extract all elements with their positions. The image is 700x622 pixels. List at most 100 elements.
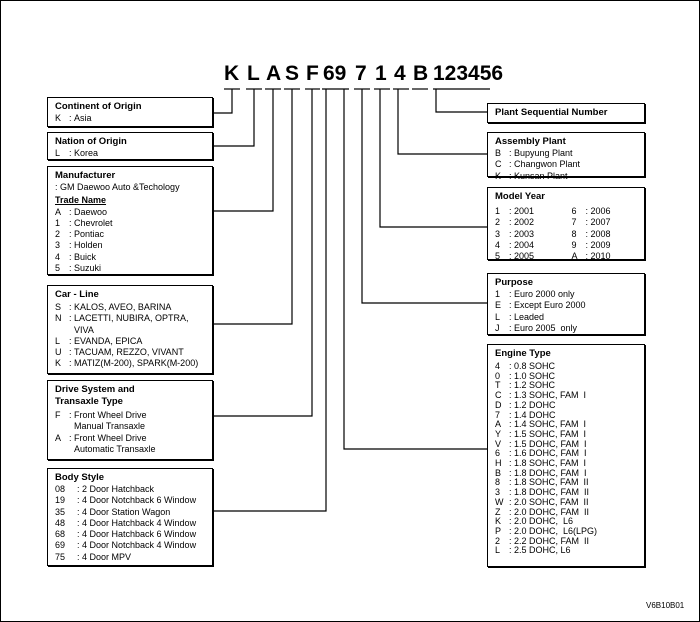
list-item: K: Kunsan Plant	[495, 171, 638, 182]
code: Z	[495, 506, 501, 517]
list-item: 35: 4 Door Station Wagon	[55, 507, 206, 518]
drive-system-box: Drive System and Transaxle Type F: Front…	[47, 380, 213, 460]
list-item: L: Leaded	[495, 312, 638, 323]
separator: :	[509, 289, 515, 299]
value: 2002	[514, 217, 535, 228]
value: Buick	[74, 251, 97, 262]
value: Korea	[74, 148, 99, 158]
value: Euro 2005 only	[514, 322, 578, 333]
code: 4	[55, 251, 61, 262]
separator: :	[509, 311, 515, 322]
separator: :	[585, 217, 591, 228]
code: C	[495, 390, 502, 401]
separator: :	[509, 159, 515, 170]
list-item: J: Euro 2005 only	[495, 323, 638, 334]
code: A	[571, 251, 578, 262]
value: 2004	[514, 239, 535, 250]
value: 2.0 SOHC, FAM II	[514, 496, 589, 507]
list-item: C: 1.3 SOHC, FAM I	[495, 390, 638, 401]
value: Changwon Plant	[514, 159, 581, 170]
separator: :	[585, 251, 591, 262]
value: 0.8 SOHC	[514, 361, 556, 371]
code: L	[55, 335, 61, 346]
value: EVANDA, EPICA	[74, 335, 143, 346]
code: 3	[495, 228, 501, 239]
separator: :	[509, 448, 515, 459]
separator: :	[69, 302, 75, 312]
list-item: A: 1.4 SOHC, FAM I	[495, 420, 638, 430]
value: 1.0 SOHC	[514, 370, 556, 381]
value: 2.5 DOHC, L6	[514, 545, 571, 556]
value: 2.0 DOHC, FAM II	[514, 506, 590, 517]
separator: :	[509, 467, 515, 478]
list-item: V: 1.5 DOHC, FAM I	[495, 438, 638, 450]
separator: :	[509, 239, 515, 250]
engine-type-title: Engine Type	[495, 348, 551, 359]
code: H	[495, 458, 502, 469]
list-item: A: Front Wheel Drive	[55, 433, 206, 444]
separator: :	[509, 506, 515, 517]
separator: :	[77, 484, 83, 494]
separator: :	[77, 517, 83, 528]
code: U	[55, 347, 62, 358]
list-item: C: Changwon Plant	[495, 159, 638, 170]
list-item: L: EVANDA, EPICA	[55, 336, 206, 347]
separator: :	[509, 477, 515, 488]
list-item: 08: 2 Door Hatchback	[55, 484, 206, 495]
code: K	[55, 113, 62, 123]
value: 1.5 SOHC, FAM I	[514, 428, 587, 439]
value: 1.6 DOHC, FAM I	[514, 448, 587, 459]
code: A	[55, 432, 62, 443]
value: 2.0 DOHC, L6(LPG)	[514, 525, 598, 536]
value: 4 Door Hatchback 4 Window	[82, 517, 197, 528]
separator: :	[77, 529, 83, 540]
list-item: W: 2.0 SOHC, FAM II	[495, 496, 638, 508]
code: L	[495, 311, 501, 322]
code: A	[495, 419, 502, 430]
code: 2	[495, 217, 501, 228]
code: 5	[55, 263, 61, 274]
code: 7	[495, 409, 501, 420]
value: 2006	[590, 206, 611, 216]
separator: :	[69, 217, 75, 228]
list-item: K: MATIZ(M-200), SPARK(M-200)	[55, 358, 206, 369]
value: 2005	[514, 251, 535, 262]
separator: :	[77, 506, 83, 517]
model-year-title: Model Year	[495, 191, 545, 202]
list-item: 48: 4 Door Hatchback 4 Window	[55, 518, 206, 529]
code: D	[495, 399, 502, 410]
list-item: 1: Euro 2000 only	[495, 289, 638, 300]
vin-char-11: B	[413, 62, 429, 85]
code: 8	[571, 228, 577, 239]
code: Y	[495, 428, 502, 439]
code: 5	[495, 251, 501, 262]
continent-title: Continent of Origin	[55, 101, 142, 112]
separator: :	[509, 496, 515, 507]
list-item: L: 2.5 DOHC, L6	[495, 546, 638, 556]
value: Asia	[74, 113, 92, 123]
value: Chevrolet	[74, 217, 113, 228]
list-item: E: Except Euro 2000	[495, 300, 638, 311]
separator: :	[77, 551, 83, 562]
value: 4 Door Notchback 4 Window	[82, 540, 197, 551]
code: P	[495, 525, 502, 536]
value: 1.8 DOHC, FAM II	[514, 487, 590, 498]
separator: :	[509, 251, 515, 262]
separator: :	[509, 487, 515, 498]
continent-row: K: Asia	[55, 113, 92, 123]
value: 1.8 SOHC, FAM I	[514, 458, 587, 469]
value: 1.8 DOHC, FAM I	[514, 467, 587, 478]
value: Manual Transaxle	[74, 421, 146, 432]
nation-row: L: Korea	[55, 148, 99, 158]
value: 2 Door Hatchback	[82, 484, 155, 494]
list-item: 4: 0.8 SOHC	[495, 361, 638, 372]
vin-char-4: S	[285, 62, 300, 85]
separator: :	[509, 438, 515, 449]
nation-of-origin-box: Nation of Origin L: Korea	[47, 132, 213, 160]
value: Leaded	[514, 311, 545, 322]
